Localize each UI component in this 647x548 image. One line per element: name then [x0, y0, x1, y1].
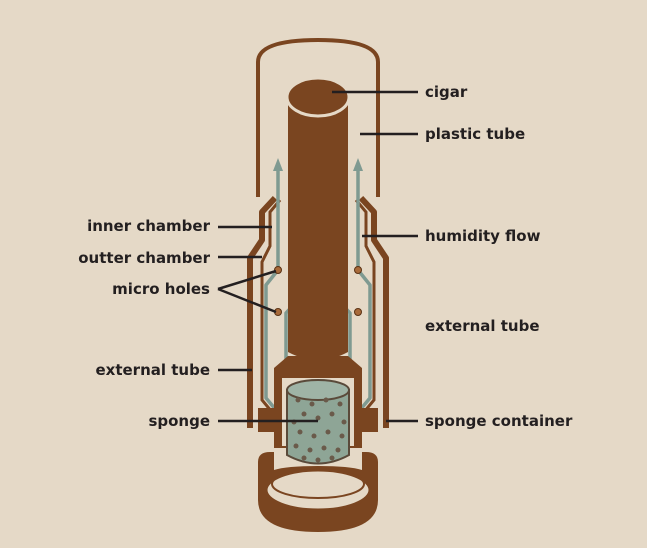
- external-tube-right-wall: [358, 195, 389, 428]
- label-sponge-container: sponge container: [425, 412, 573, 430]
- leader-micro-holes-top: [217, 269, 277, 291]
- inner-chamber-right-wall: [354, 199, 376, 413]
- inner-chamber-left-wall: [260, 199, 282, 413]
- cigar-top: [285, 76, 351, 118]
- label-humidity-flow: humidity flow: [425, 227, 541, 245]
- sponge: [286, 379, 350, 465]
- cigar-body: [288, 97, 348, 360]
- label-outter-chamber: outter chamber: [78, 249, 210, 267]
- label-plastic-tube: plastic tube: [425, 125, 526, 143]
- leader-micro-holes-bottom: [217, 287, 277, 314]
- label-micro-holes: micro holes: [112, 280, 210, 298]
- label-external-tube-left: external tube: [95, 361, 210, 379]
- label-inner-chamber: inner chamber: [87, 217, 210, 235]
- label-external-tube-right: external tube: [425, 317, 540, 335]
- leader-lines: [217, 90, 418, 423]
- plastic-tube: [256, 37, 380, 197]
- external-tube-left-wall: [247, 195, 278, 428]
- label-sponge: sponge: [148, 412, 210, 430]
- label-cigar: cigar: [425, 83, 468, 101]
- base-inner-rim: [271, 469, 365, 499]
